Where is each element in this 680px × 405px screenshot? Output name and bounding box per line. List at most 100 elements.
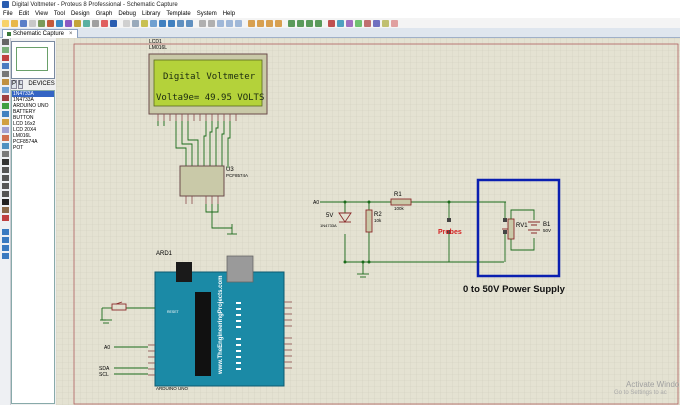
circle-icon[interactable] xyxy=(1,175,9,181)
help-icon[interactable] xyxy=(110,19,117,27)
close-file-icon[interactable] xyxy=(29,19,36,27)
bom-icon[interactable] xyxy=(83,19,90,27)
rotate-ccw-icon[interactable] xyxy=(1,237,9,243)
remove-sheet-icon[interactable] xyxy=(364,19,371,27)
goto-sheet-icon[interactable] xyxy=(373,19,380,27)
menu-template[interactable]: Template xyxy=(166,10,191,17)
list-item[interactable]: PCF8574A xyxy=(13,139,38,145)
save-icon[interactable] xyxy=(20,19,27,27)
lcd-component[interactable]: LCD1 LM016L Digital Voltmeter Volta9e= 4… xyxy=(148,39,268,121)
netlist-icon[interactable] xyxy=(382,19,389,27)
junction-dot-icon[interactable] xyxy=(1,55,9,61)
list-item[interactable]: BATTERY xyxy=(13,109,36,115)
zoom-area-icon[interactable] xyxy=(186,19,193,27)
package-tool-icon[interactable] xyxy=(306,19,313,27)
home-icon[interactable] xyxy=(38,19,45,27)
menu-view[interactable]: View xyxy=(35,10,48,17)
text-script-icon[interactable] xyxy=(1,71,9,77)
list-item[interactable]: ARDUINO UNO xyxy=(13,103,49,109)
erc-icon[interactable] xyxy=(391,19,398,27)
wire-label-icon[interactable] xyxy=(1,63,9,69)
property-tool-icon[interactable] xyxy=(346,19,353,27)
box-icon[interactable] xyxy=(1,167,9,173)
tab-close-icon[interactable]: × xyxy=(69,31,73,37)
zoom-out-icon[interactable] xyxy=(168,19,175,27)
u3-pcf8574a[interactable]: U3 PCF8574A xyxy=(179,165,248,204)
decompose-icon[interactable] xyxy=(315,19,322,27)
subcircuit-icon[interactable] xyxy=(1,87,9,93)
list-item[interactable]: 1N4733A xyxy=(13,97,34,103)
block-copy-icon[interactable] xyxy=(248,19,255,27)
virtual-instruments-icon[interactable] xyxy=(1,151,9,157)
redo-icon[interactable] xyxy=(208,19,215,27)
b1-battery[interactable]: B1 50V xyxy=(510,209,551,251)
overview-window[interactable] xyxy=(11,41,55,79)
origin-icon[interactable] xyxy=(141,19,148,27)
voltage-probe-icon[interactable] xyxy=(1,135,9,141)
block-move-icon[interactable] xyxy=(257,19,264,27)
menu-help[interactable]: Help xyxy=(222,10,236,17)
new-sheet-icon[interactable] xyxy=(355,19,362,27)
generator-icon[interactable] xyxy=(1,127,9,133)
schematic-icon[interactable] xyxy=(47,19,54,27)
arc-icon[interactable] xyxy=(1,183,9,189)
refresh-icon[interactable] xyxy=(123,19,130,27)
reset-button-component[interactable] xyxy=(100,301,155,324)
list-item[interactable]: LM016L xyxy=(13,133,32,139)
symbol-icon[interactable] xyxy=(1,207,9,213)
list-item[interactable]: BUTTON xyxy=(13,115,34,121)
search-icon[interactable] xyxy=(337,19,344,27)
menu-tool[interactable]: Tool xyxy=(53,10,65,17)
gerber-icon[interactable] xyxy=(74,19,81,27)
menu-file[interactable]: File xyxy=(3,10,13,17)
current-probe-icon[interactable] xyxy=(1,143,9,149)
bus-icon[interactable] xyxy=(1,79,9,85)
line-icon[interactable] xyxy=(1,159,9,165)
selection-mode-icon[interactable] xyxy=(1,39,9,45)
arduino-uno[interactable]: ARD1 www.TheEngineeringProjects.com RESE… xyxy=(148,251,292,391)
menu-design[interactable]: Design xyxy=(70,10,90,17)
graph-icon[interactable] xyxy=(1,111,9,117)
list-item[interactable]: LCD 16x2 xyxy=(13,121,36,127)
text-icon[interactable] xyxy=(1,199,9,205)
pan-icon[interactable] xyxy=(150,19,157,27)
make-device-icon[interactable] xyxy=(297,19,304,27)
menu-edit[interactable]: Edit xyxy=(18,10,30,17)
list-item[interactable]: POT xyxy=(13,145,24,151)
cut-icon[interactable] xyxy=(217,19,224,27)
mirror-x-icon[interactable] xyxy=(1,245,9,251)
menu-debug[interactable]: Debug xyxy=(118,10,136,17)
new-icon[interactable] xyxy=(2,19,9,27)
component-mode-icon[interactable] xyxy=(1,47,9,53)
block-delete-icon[interactable] xyxy=(275,19,282,27)
open-icon[interactable] xyxy=(11,19,18,27)
3d-icon[interactable] xyxy=(65,19,72,27)
list-item[interactable]: 1N4733A xyxy=(12,91,54,97)
pin-icon[interactable] xyxy=(1,103,9,109)
tab-schematic-capture[interactable]: Schematic Capture × xyxy=(2,29,78,38)
grid-icon[interactable] xyxy=(132,19,139,27)
zoom-in-icon[interactable] xyxy=(159,19,166,27)
source-code-icon[interactable] xyxy=(101,19,108,27)
wire-autorouter-icon[interactable] xyxy=(328,19,335,27)
menu-system[interactable]: System xyxy=(196,10,217,17)
menu-library[interactable]: Library xyxy=(142,10,161,17)
list-item[interactable]: LCD 20X4 xyxy=(13,127,37,133)
tape-icon[interactable] xyxy=(1,119,9,125)
r2-resistor[interactable]: R2 10k xyxy=(365,209,382,233)
r1-resistor[interactable]: R1 100k xyxy=(390,192,412,211)
schematic-canvas[interactable]: LCD1 LM016L Digital Voltmeter Volta9e= 4… xyxy=(56,38,680,405)
report-icon[interactable] xyxy=(92,19,99,27)
block-rotate-icon[interactable] xyxy=(266,19,273,27)
pcb-icon[interactable] xyxy=(56,19,63,27)
path-icon[interactable] xyxy=(1,191,9,197)
mirror-y-icon[interactable] xyxy=(1,253,9,259)
terminal-icon[interactable] xyxy=(1,95,9,101)
undo-icon[interactable] xyxy=(199,19,206,27)
pick-device-icon[interactable] xyxy=(288,19,295,27)
copy-icon[interactable] xyxy=(226,19,233,27)
pick-button[interactable]: P xyxy=(11,79,18,89)
library-button[interactable]: L xyxy=(18,79,24,89)
marker-icon[interactable] xyxy=(1,215,9,221)
menu-graph[interactable]: Graph xyxy=(95,10,113,17)
